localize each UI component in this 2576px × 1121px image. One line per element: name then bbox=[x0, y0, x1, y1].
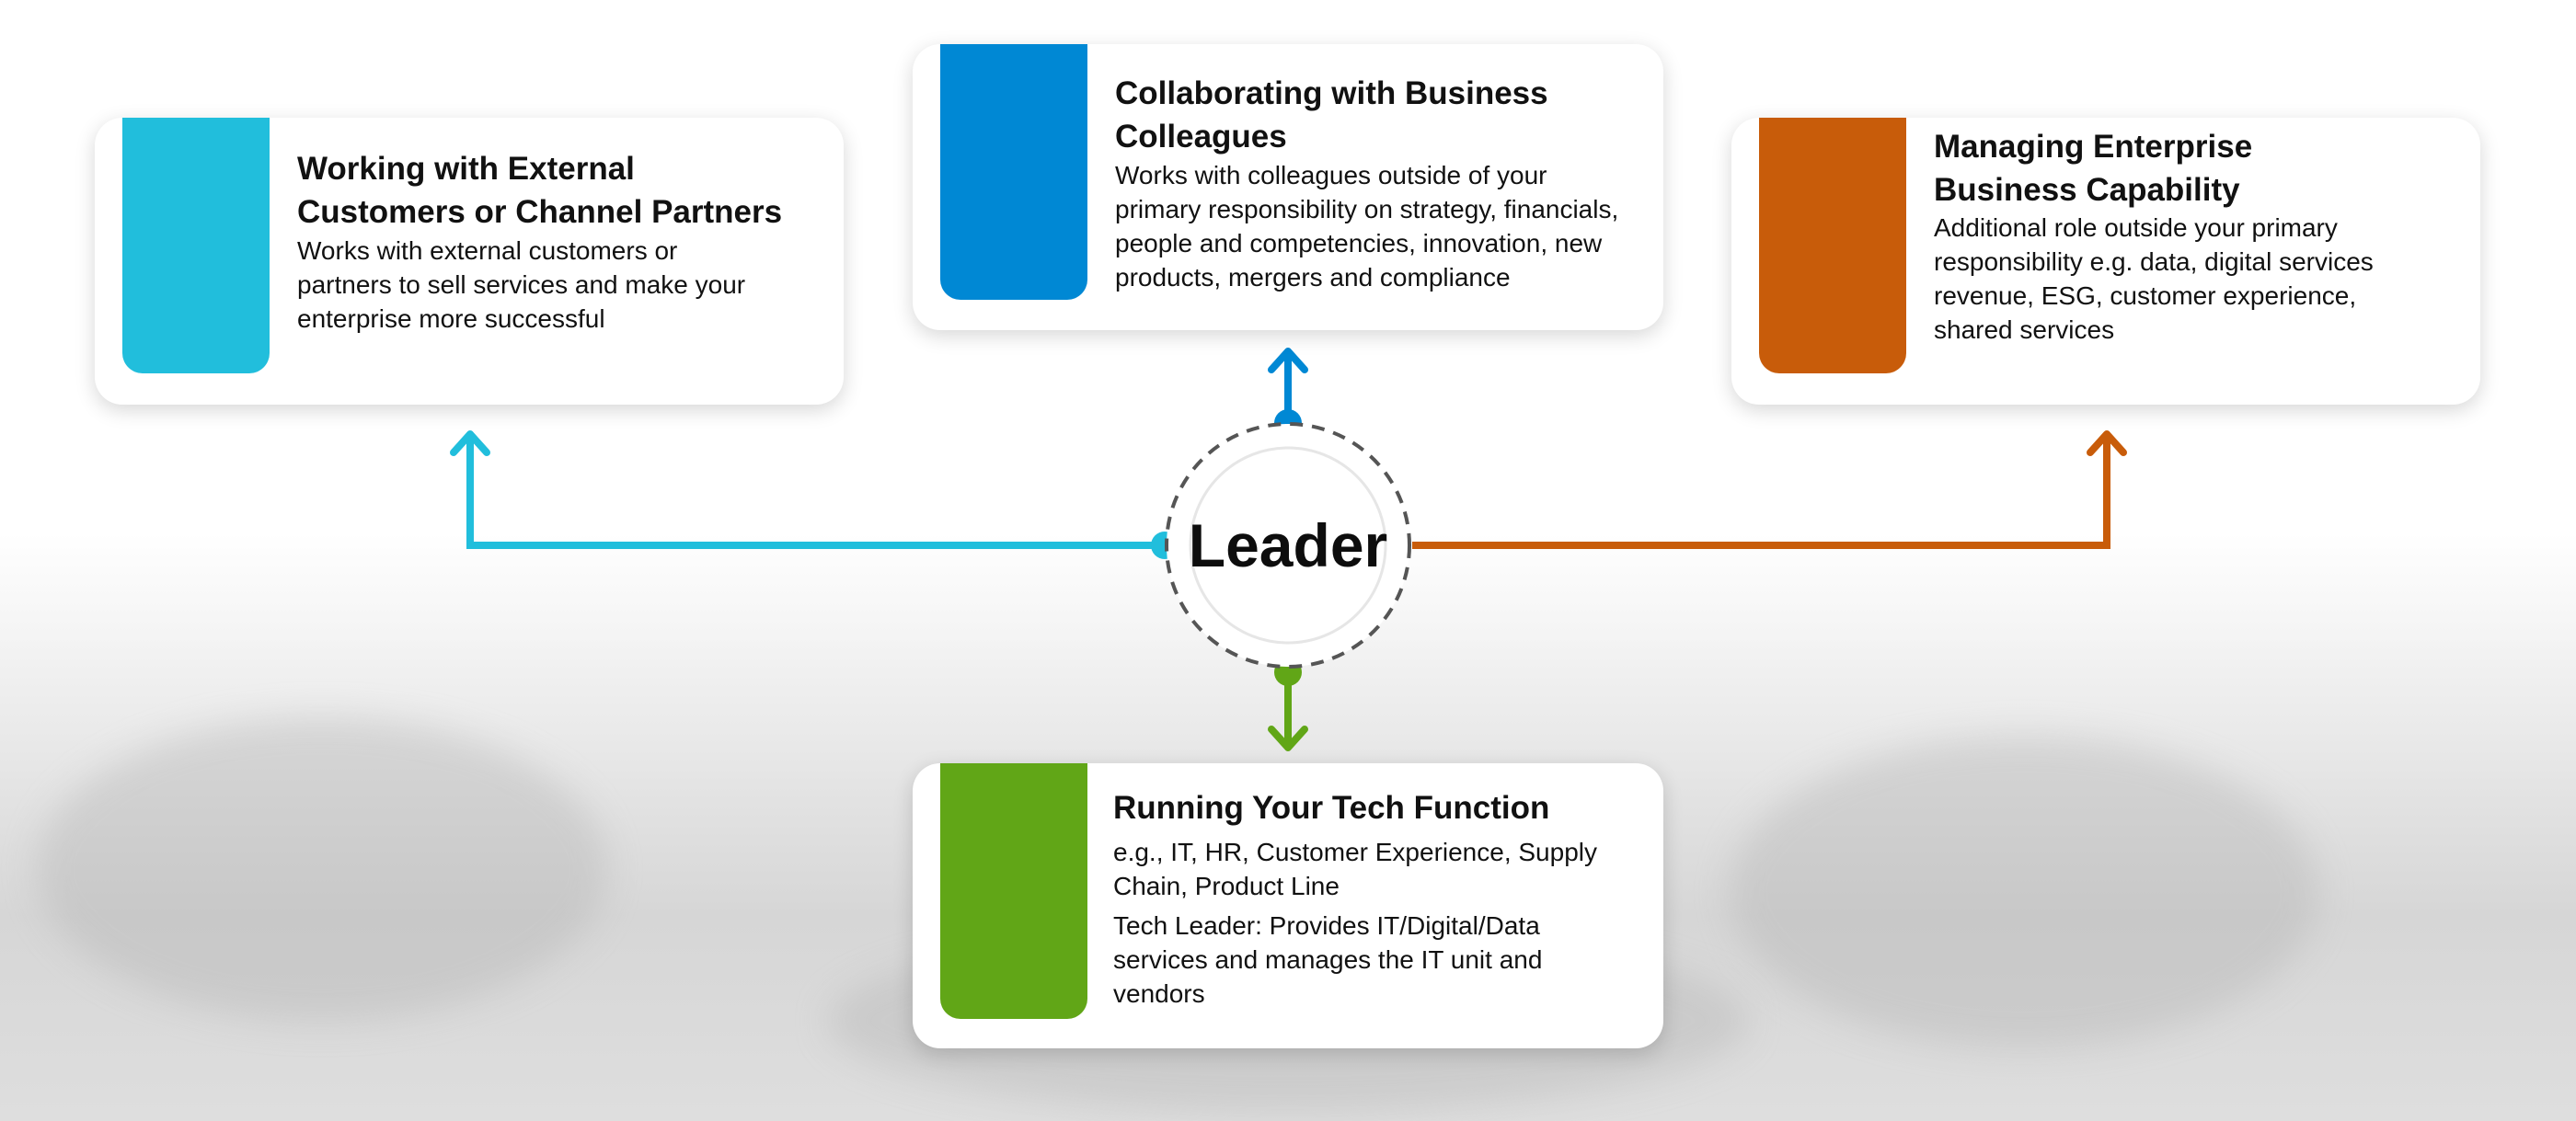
card-enterprise-desc-line1: Additional role outside your primary bbox=[1934, 211, 2458, 245]
card-tech-para2-line3: vendors bbox=[1113, 977, 1647, 1011]
card-tech-description: e.g., IT, HR, Customer Experience, Suppl… bbox=[1113, 835, 1647, 1011]
card-business-desc-line2: primary responsibility on strategy, fina… bbox=[1115, 192, 1649, 226]
card-external-description: Works with external customers or partner… bbox=[297, 234, 822, 336]
card-business-desc-line1: Works with colleagues outside of your bbox=[1115, 158, 1649, 192]
card-external-customers: Working with External Customers or Chann… bbox=[95, 118, 844, 405]
card-tech-para1-line1: e.g., IT, HR, Customer Experience, Suppl… bbox=[1113, 835, 1647, 869]
card-business-desc-line3: people and competencies, innovation, new bbox=[1115, 226, 1649, 260]
card-enterprise-desc-line2: responsibility e.g. data, digital servic… bbox=[1934, 245, 2458, 279]
card-external-title: Working with External Customers or Chann… bbox=[297, 147, 822, 234]
card-external-desc-line3: enterprise more successful bbox=[297, 302, 822, 336]
accent-bar-external bbox=[122, 118, 270, 373]
card-external-title-line1: Working with External bbox=[297, 147, 822, 190]
card-business-title-line1: Collaborating with Business bbox=[1115, 72, 1639, 115]
card-tech-function: Running Your Tech Function e.g., IT, HR,… bbox=[913, 763, 1663, 1048]
card-tech-para1-line2: Chain, Product Line bbox=[1113, 869, 1647, 903]
card-enterprise-desc-line4: shared services bbox=[1934, 313, 2458, 347]
card-enterprise-title: Managing Enterprise Business Capability bbox=[1934, 125, 2458, 212]
card-external-desc-line1: Works with external customers or bbox=[297, 234, 822, 268]
card-tech-para2-line1: Tech Leader: Provides IT/Digital/Data bbox=[1113, 909, 1647, 943]
card-business-description: Works with colleagues outside of your pr… bbox=[1115, 158, 1649, 294]
card-enterprise-desc-line3: revenue, ESG, customer experience, bbox=[1934, 279, 2458, 313]
accent-bar-tech bbox=[940, 763, 1087, 1019]
card-tech-para2-line2: services and manages the IT unit and bbox=[1113, 943, 1647, 977]
card-tech-title: Running Your Tech Function bbox=[1113, 786, 1647, 829]
card-enterprise-title-line1: Managing Enterprise bbox=[1934, 125, 2458, 168]
card-external-title-line2: Customers or Channel Partners bbox=[297, 190, 822, 234]
connector-enterprise bbox=[1412, 437, 2107, 545]
card-business-desc-line4: products, mergers and compliance bbox=[1115, 260, 1649, 294]
card-business-colleagues: Collaborating with Business Colleagues W… bbox=[913, 44, 1663, 330]
card-business-title-line2: Colleagues bbox=[1115, 115, 1639, 158]
card-external-desc-line2: partners to sell services and make your bbox=[297, 268, 822, 302]
leader-label: Leader bbox=[1164, 504, 1412, 587]
accent-bar-enterprise bbox=[1759, 118, 1906, 373]
card-business-title: Collaborating with Business Colleagues bbox=[1115, 72, 1639, 158]
card-enterprise-title-line2: Business Capability bbox=[1934, 168, 2458, 212]
accent-bar-business bbox=[940, 44, 1087, 300]
connector-external bbox=[470, 437, 1165, 545]
card-enterprise-capability: Managing Enterprise Business Capability … bbox=[1731, 118, 2480, 405]
card-enterprise-description: Additional role outside your primary res… bbox=[1934, 211, 2458, 347]
